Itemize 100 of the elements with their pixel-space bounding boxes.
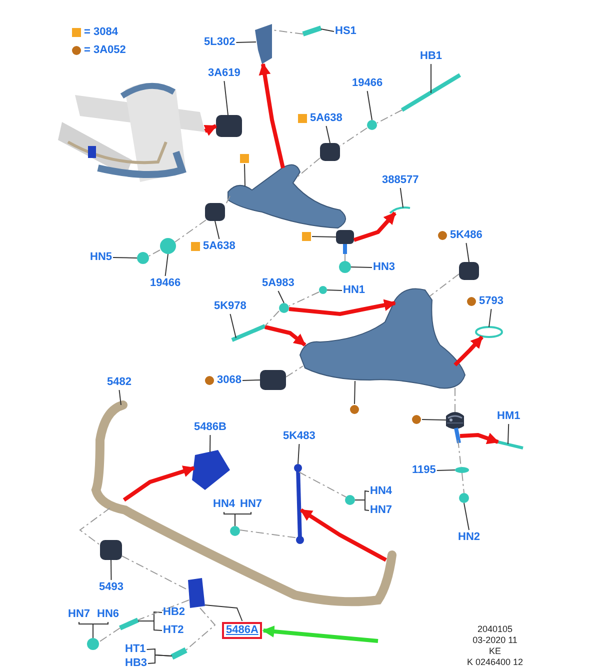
leader-line <box>118 390 122 406</box>
center-line <box>286 366 304 378</box>
drawing-reference: K 0246400 12 <box>466 657 524 667</box>
part-number: HN3 <box>373 261 396 274</box>
washer-drawing <box>160 238 176 254</box>
leader-line <box>422 419 446 420</box>
leader-line <box>312 236 336 238</box>
stabilizer-bar-end-drawing <box>92 400 136 518</box>
drawing-reference: KE <box>489 646 501 656</box>
center-line <box>264 310 280 326</box>
part-number: 19466 <box>150 277 181 290</box>
bushing-drawing <box>320 143 340 161</box>
clamp-drawing <box>188 578 205 608</box>
leader-line <box>354 380 356 404</box>
nut-drawing <box>319 286 327 294</box>
leader-line <box>464 502 470 530</box>
bushing-drawing <box>260 370 286 390</box>
upper-control-arm-drawing <box>228 164 346 228</box>
bolt-drawing <box>400 73 462 112</box>
part-number: HN5 <box>90 251 112 264</box>
leader-line <box>366 90 372 120</box>
part-number: HN2 <box>458 531 480 544</box>
nut-drawing <box>345 495 355 505</box>
part-number: 1195 <box>412 464 436 477</box>
leader-line <box>234 512 252 526</box>
leader-line <box>488 308 492 328</box>
bushing-drawing <box>100 540 122 560</box>
part-number: HB1 <box>420 50 442 63</box>
center-line <box>376 110 402 124</box>
leader-line <box>298 444 300 464</box>
part-number: HN1 <box>343 284 366 297</box>
part-number: 19466 <box>352 77 383 90</box>
leader-line <box>204 604 243 622</box>
leader-line <box>92 622 108 638</box>
legend-text: = 3A052 <box>84 44 126 56</box>
center-line <box>462 472 464 494</box>
part-number: HM1 <box>497 410 520 423</box>
part-number: 5K483 <box>283 430 316 443</box>
leader-line <box>214 220 220 240</box>
center-line <box>454 388 456 412</box>
part-number: 5K486 <box>450 229 482 242</box>
arrow <box>258 62 285 168</box>
washer-drawing <box>455 467 469 473</box>
center-line <box>186 608 216 650</box>
part-number: HN4 <box>213 498 236 511</box>
arrow <box>460 432 500 444</box>
ring-drawing <box>475 326 503 338</box>
arrow <box>353 212 396 242</box>
bolt-drawing <box>118 618 140 630</box>
nut-drawing <box>87 638 99 650</box>
center-line <box>430 274 460 296</box>
part-number: 5L302 <box>204 36 236 49</box>
part-number: HN6 <box>97 608 120 621</box>
clip-drawing <box>389 206 410 214</box>
leader-line <box>326 290 342 291</box>
part-number: HN7 <box>240 498 262 511</box>
bracket-drawing <box>192 450 230 490</box>
leader-line <box>242 380 260 381</box>
highlighted-part-number: 5486A <box>222 622 262 639</box>
center-line <box>340 128 368 146</box>
ball-joint-drawing <box>336 230 354 254</box>
leader-line <box>110 560 112 580</box>
nut-drawing <box>137 252 149 264</box>
leader-line <box>244 164 246 186</box>
part-number: 5482 <box>107 376 132 389</box>
center-line <box>240 530 298 538</box>
arrow <box>300 508 387 562</box>
bolt-drawing <box>302 26 322 36</box>
circle-marker-icon <box>350 405 359 414</box>
drawing-reference: 2040105 <box>477 624 513 634</box>
center-line <box>138 600 190 620</box>
washer-drawing <box>279 303 289 313</box>
center-line <box>122 556 188 590</box>
nut-drawing <box>230 526 240 536</box>
leader-line <box>400 188 404 208</box>
part-number: 5A983 <box>262 277 294 290</box>
leader-line <box>350 266 372 268</box>
arrow <box>262 626 378 643</box>
part-number: HB3 <box>125 657 148 670</box>
part-number: HN7 <box>68 608 90 621</box>
bracket-drawing <box>255 24 272 64</box>
part-number: 5A638 <box>310 112 342 125</box>
leader-line <box>466 242 470 262</box>
part-number: HN4 <box>370 485 392 498</box>
center-line <box>148 250 160 256</box>
center-line <box>224 196 230 206</box>
leader-line <box>430 64 432 94</box>
center-line <box>296 158 320 178</box>
leader-line <box>320 28 334 32</box>
leader-line <box>508 424 510 444</box>
leader-line <box>354 500 370 511</box>
center-line <box>298 472 346 498</box>
leader-line <box>210 434 211 452</box>
bolt-drawing <box>231 324 266 342</box>
part-number: 388577 <box>382 174 419 187</box>
center-line <box>272 30 304 34</box>
leader-line <box>112 257 138 258</box>
bushing-drawing <box>216 115 242 137</box>
washer-drawing <box>367 120 377 130</box>
leader-line <box>230 314 236 338</box>
